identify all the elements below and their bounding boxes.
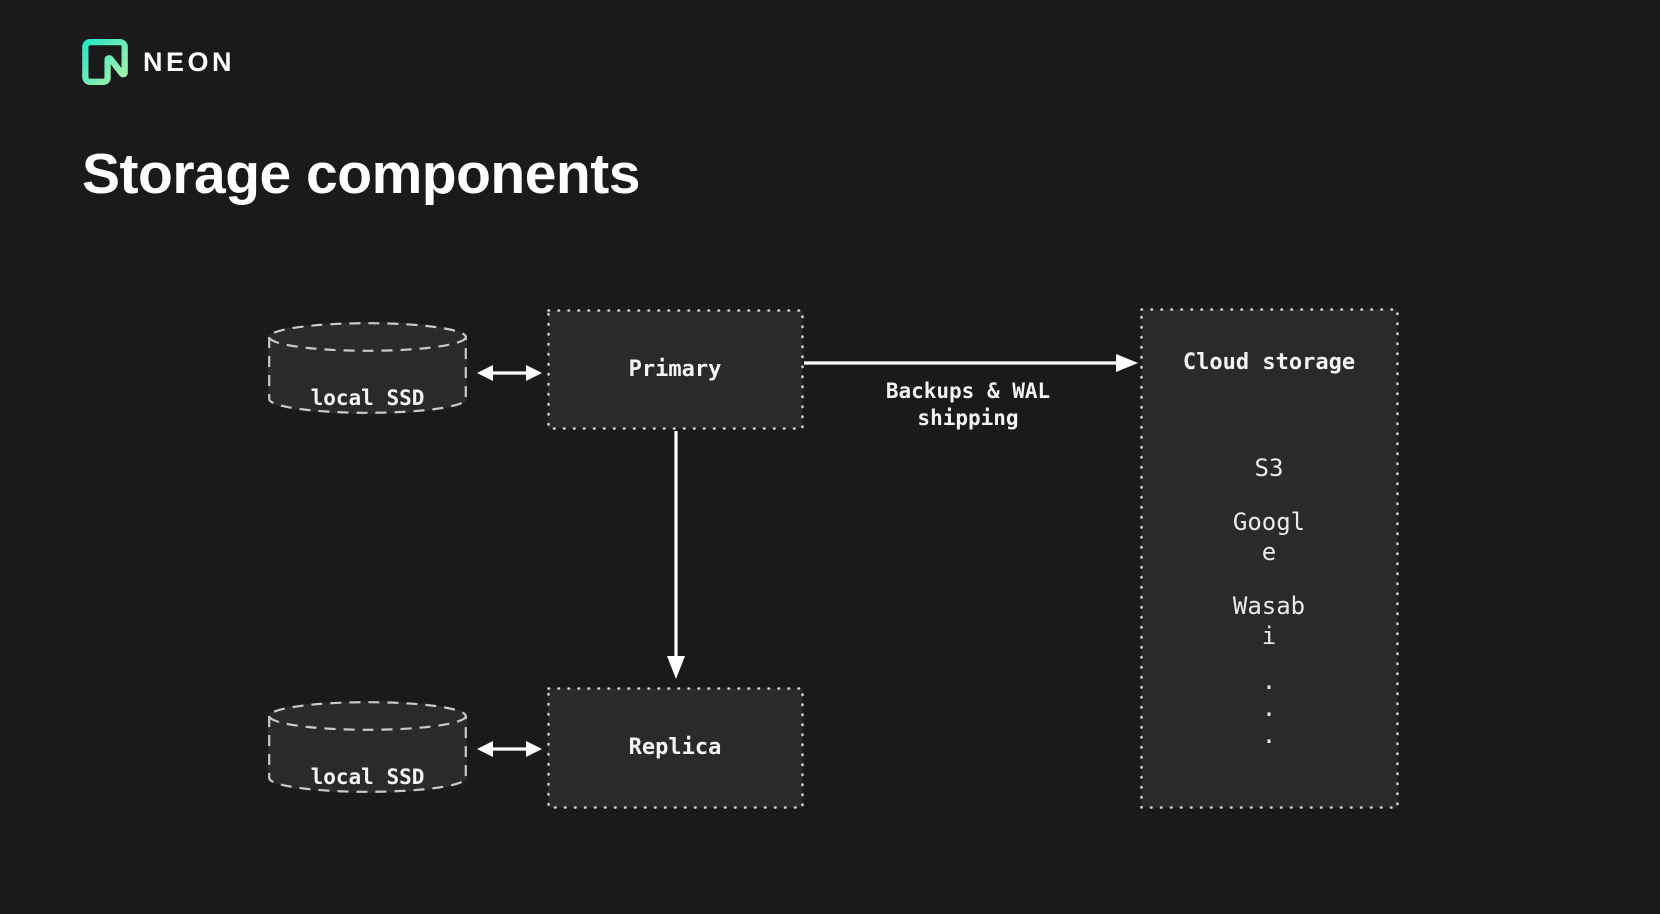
cloud-provider-wasabi: Wasabi: [1232, 592, 1306, 650]
cloud-provider-s3: S3: [1254, 454, 1284, 482]
box-replica: [547, 687, 804, 809]
box-primary: [547, 309, 804, 430]
cylinder-local-ssd-top: [268, 322, 467, 414]
arrow-primary-replica: [667, 431, 685, 679]
cloud-provider-list: S3 Google Wasabi: [1141, 453, 1397, 675]
ellipsis-dot: .: [1261, 667, 1277, 695]
arrow-ssd-replica: [477, 741, 542, 757]
backups-wal-label: Backups & WAL shipping: [885, 379, 1051, 430]
brand-lockup: NEON: [82, 38, 235, 86]
cylinder-local-ssd-bottom: [268, 701, 467, 793]
page-title: Storage components: [82, 142, 640, 206]
arrow-primary-cloud: [804, 354, 1138, 372]
neon-logo-icon: [82, 39, 128, 85]
cloud-provider-google: Google: [1232, 508, 1306, 566]
arrow-ssd-primary: [477, 365, 542, 381]
box-cloud-storage: [1140, 308, 1399, 809]
ellipsis-dot: .: [1261, 721, 1277, 749]
cloud-storage-title: Cloud storage: [1182, 350, 1356, 375]
cloud-ellipsis-dots: . . .: [1141, 668, 1397, 749]
ellipsis-dot: .: [1261, 694, 1277, 722]
brand-wordmark: NEON: [143, 46, 236, 77]
